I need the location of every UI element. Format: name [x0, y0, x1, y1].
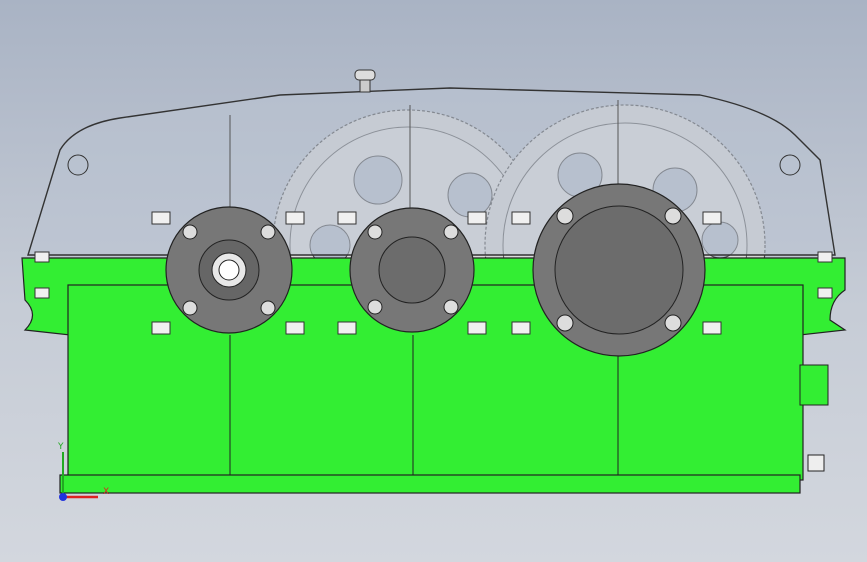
housing-foot — [59, 474, 801, 494]
drain-plug — [807, 454, 825, 472]
flange-bolts — [34, 211, 833, 335]
triad-origin — [59, 493, 67, 501]
oil-gauge-boss — [799, 364, 829, 406]
triad-x-label: X — [103, 487, 110, 497]
bearing-cap-output — [532, 183, 706, 357]
axis-triad — [59, 452, 98, 501]
bearing-cap-intermediate — [349, 207, 475, 333]
breather-cap — [354, 69, 376, 93]
bearing-cap-input — [165, 206, 293, 334]
triad-y-label: Y — [58, 442, 64, 452]
lifting-hole-left — [67, 154, 89, 176]
lifting-hole-right — [779, 154, 801, 176]
